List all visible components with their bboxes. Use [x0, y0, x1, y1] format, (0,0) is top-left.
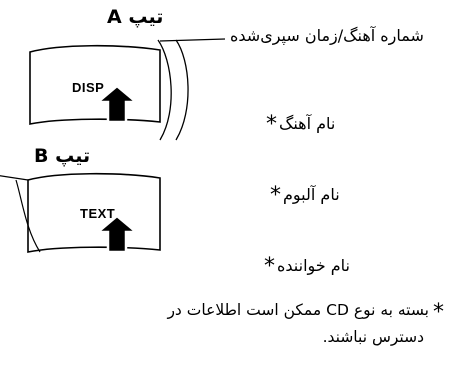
footnote-asterisk: * [433, 300, 444, 325]
text-button-edge-line [15, 179, 41, 253]
album-name-label: نام آلبوم [283, 185, 340, 204]
type-a-song-name-row: نام آهنگ* [264, 112, 335, 137]
disp-button-text: DISP [72, 80, 105, 95]
press-arrow-icon [94, 84, 140, 124]
footnote-text-1: بسته به نوع CD ممکن است اطلاعات در [167, 301, 429, 319]
press-arrow-icon [94, 214, 140, 254]
asterisk-mark: * [266, 112, 277, 137]
footnote-line-2: دسترس نباشند. [4, 325, 444, 349]
footnote-line-1: *بسته به نوع CD ممکن است اطلاعات در [4, 298, 444, 325]
type-b-label: تیپ B [34, 145, 91, 167]
asterisk-mark: * [270, 183, 281, 208]
footnote: *بسته به نوع CD ممکن است اطلاعات در دستر… [4, 298, 444, 349]
disp-button-edge-line [175, 39, 189, 141]
disp-button-panel-line [159, 38, 226, 42]
song-name-label: نام آهنگ [279, 114, 336, 133]
disp-button-plate [29, 44, 161, 125]
type-b-artist-name-row: نام خواننده* [262, 254, 350, 279]
footnote-text-2: دسترس نباشند. [322, 328, 424, 346]
text-button-text: TEXT [80, 206, 116, 221]
type-a-track-time-label: شماره آهنگ/زمان سپری‌شده [230, 26, 424, 45]
text-button-edge-line [0, 175, 29, 181]
type-a-label: تیپ A [107, 6, 164, 28]
artist-name-label: نام خواننده [277, 256, 350, 275]
type-b-album-name-row: نام آلبوم* [268, 183, 340, 208]
asterisk-mark: * [264, 254, 275, 279]
disp-button-edge-line [157, 39, 172, 141]
